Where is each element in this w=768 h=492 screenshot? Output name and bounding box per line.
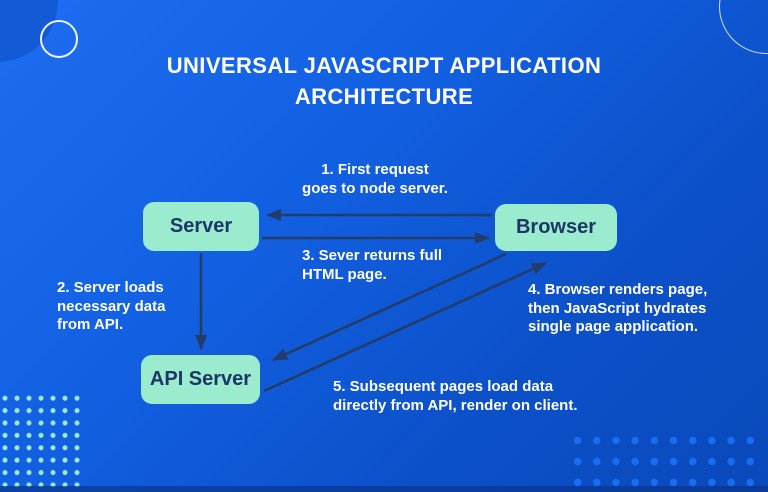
node-server-label: Server xyxy=(169,215,233,237)
annotation-step-1: 1. First request goes to node server. xyxy=(302,161,448,197)
page-title-line2: ARCHITECTURE xyxy=(294,84,474,109)
annotation-step-2: 2. Server loads necessary data from API. xyxy=(57,279,166,333)
page-title: UNIVERSAL JAVASCRIPT APPLICATION ARCHITE… xyxy=(104,50,664,112)
page-title-line1: UNIVERSAL JAVASCRIPT APPLICATION xyxy=(166,53,602,78)
decor-ring-small xyxy=(40,20,78,58)
decor-bottom-strip xyxy=(0,486,768,492)
node-browser-label: Browser xyxy=(515,216,597,238)
node-api-server-label: API Server xyxy=(149,368,252,390)
node-server: Server xyxy=(143,202,259,251)
annotation-step-5: 5. Subsequent pages load data directly f… xyxy=(333,378,578,414)
annotation-step-4: 4. Browser renders page, then JavaScript… xyxy=(528,281,708,335)
annotation-step-3: 3. Sever returns full HTML page. xyxy=(302,247,443,283)
node-api-server: API Server xyxy=(141,355,260,404)
node-browser: Browser xyxy=(495,204,617,251)
decor-dot-grid-left xyxy=(0,392,85,492)
decor-dot-grid-right xyxy=(568,430,760,492)
decor-ring-large xyxy=(719,0,768,54)
